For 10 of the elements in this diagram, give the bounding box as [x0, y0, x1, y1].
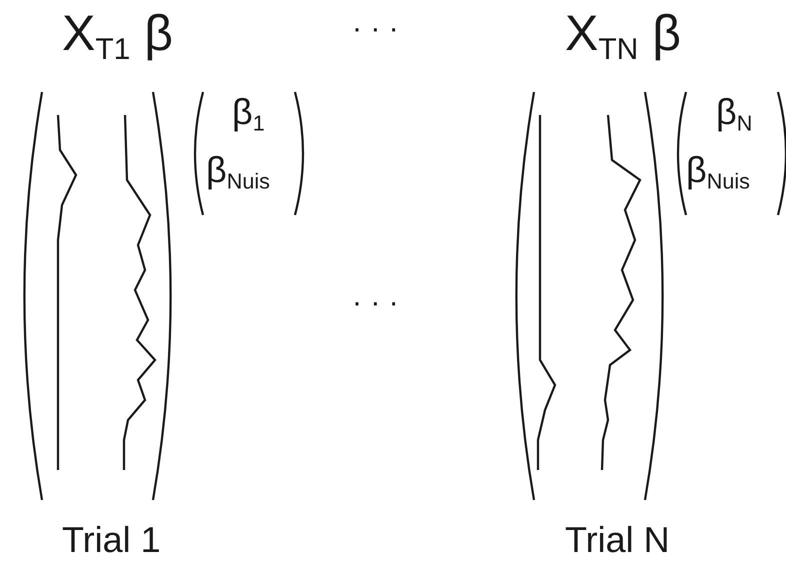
- parameter-label: β$_{Nuis}$: [686, 152, 750, 192]
- matrix-label: X$_{T1}$ β: [62, 8, 174, 65]
- parameter-label: β$_{Nuis}$: [206, 152, 270, 192]
- trial-label: Trial N: [565, 522, 670, 558]
- parameter-label: β$_{N}$: [716, 94, 752, 134]
- parameter-label: β$_{1}$: [232, 94, 265, 134]
- ellipsis: · · ·: [352, 14, 399, 44]
- matrix-label: X$_{TN}$ β: [565, 8, 682, 65]
- ellipsis: · · ·: [352, 288, 399, 318]
- trial-label: Trial 1: [62, 522, 161, 558]
